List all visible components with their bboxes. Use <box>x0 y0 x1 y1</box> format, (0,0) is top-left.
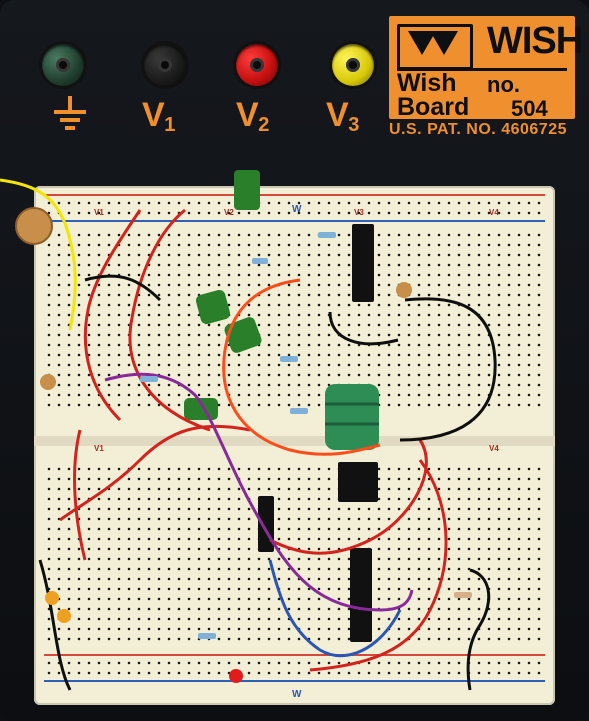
breadboard-bottom-half: V1 V4 <box>34 444 555 699</box>
wish-logo: W <box>292 204 302 215</box>
v1-binding-post <box>144 44 186 86</box>
breadboard-top-half: V1 V2 V3 V4 W <box>34 186 555 441</box>
rail-label-v1-bottom: V1 <box>94 444 104 453</box>
wish-logo-bottom: W <box>292 689 302 700</box>
top-rail-blue-line <box>44 220 545 222</box>
model-number: 504 <box>511 96 548 121</box>
top-terminal-grid <box>44 230 545 408</box>
v3-label: V3 <box>326 96 359 136</box>
brand-badge: WISH Wish Board no. 504 U.S. PAT. NO. 46… <box>389 16 583 138</box>
brand-mark-icon <box>397 24 473 70</box>
bottom-rail-blue-line <box>44 680 545 682</box>
rail-label-v4-bottom: V4 <box>489 444 499 453</box>
board-name: Wish Board <box>397 69 470 121</box>
model-no-label: no. <box>487 72 520 97</box>
ground-binding-post <box>42 44 84 86</box>
brand-divider <box>397 68 567 71</box>
breadboard: V1 V2 V3 V4 W V1 V4 W <box>34 186 555 705</box>
v2-label: V2 <box>236 96 269 136</box>
top-rail-red-line <box>44 194 545 196</box>
brand-name: WISH <box>487 20 583 62</box>
bottom-power-rail <box>44 658 545 678</box>
bottom-rail-red-line <box>44 654 545 656</box>
ground-symbol-icon <box>50 96 90 130</box>
bottom-terminal-grid <box>44 464 545 642</box>
rail-label-v4: V4 <box>489 208 499 217</box>
v1-label: V1 <box>142 96 175 136</box>
rail-label-v1: V1 <box>94 208 104 217</box>
rail-label-v3: V3 <box>354 208 364 217</box>
rail-label-v2: V2 <box>224 208 234 217</box>
v3-binding-post <box>332 44 374 86</box>
patent-text: U.S. PAT. NO. 4606725 <box>389 121 567 138</box>
brand-panel: WISH Wish Board no. 504 <box>389 16 583 121</box>
v2-binding-post <box>236 44 278 86</box>
